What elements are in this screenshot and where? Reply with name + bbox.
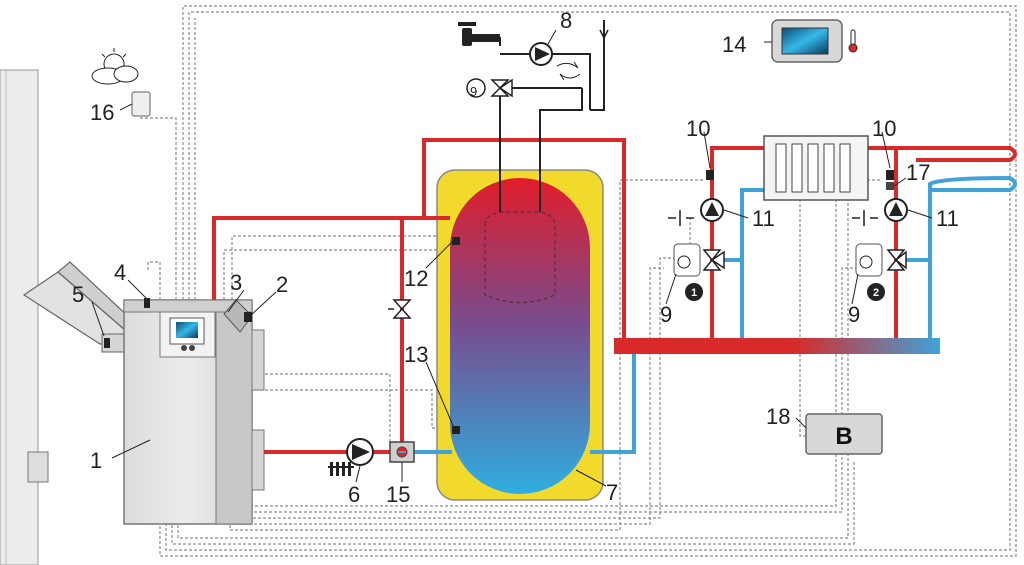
return-valve	[389, 441, 415, 463]
label-boiler-pump: 6	[348, 482, 360, 507]
radiator	[763, 135, 869, 201]
circuit-1-sensor	[706, 170, 714, 180]
label-circuit-sensor-1: 10	[686, 116, 710, 141]
label-dhw-valve: 9	[470, 84, 477, 99]
label-feeder-sensor: 4	[114, 260, 126, 285]
label-module: 18	[766, 404, 790, 429]
circuit-valve-1: 1	[673, 243, 725, 301]
label-outdoor-sensor: 16	[90, 100, 114, 125]
circuit-pump-2	[852, 198, 908, 226]
dhw-pump	[529, 42, 581, 81]
label-thermostat: 17	[906, 160, 930, 185]
label-controller: 3	[230, 270, 242, 295]
boiler-pump	[346, 438, 374, 466]
label-boiler-sensor: 2	[276, 272, 288, 297]
circuit-pump-1	[668, 198, 724, 226]
label-return-valve: 15	[386, 482, 410, 507]
thermometer-icon	[848, 29, 858, 53]
label-upper-sensor: 12	[404, 266, 428, 291]
wall	[0, 69, 49, 565]
radiator-icon	[328, 462, 354, 476]
tap-icon	[458, 22, 500, 46]
room-panel	[771, 19, 843, 63]
boiler	[123, 298, 265, 525]
pipework	[212, 20, 1017, 454]
label-circuit-valve-1: 9	[660, 302, 672, 327]
circuit-2-sensor	[886, 170, 894, 180]
label-dhw-pump: 8	[560, 8, 572, 33]
label-circuit-pump-2: 11	[936, 206, 959, 231]
dhw-mixing-valve	[466, 78, 513, 98]
circuit-1-badge: 1	[691, 287, 697, 299]
label-lower-sensor: 13	[404, 342, 428, 367]
label-circuit-pump-1: 11	[752, 206, 775, 231]
callout-labels: 1 2 3 4 5 6 7 8 9 10 10 11 11 12 13 14 1…	[72, 8, 959, 507]
sun-cloud-icon	[91, 48, 139, 85]
module-b: B	[805, 413, 883, 455]
bypass-valve	[388, 299, 412, 319]
label-boiler: 1	[90, 448, 102, 473]
label-room-panel: 14	[722, 32, 746, 57]
module-letter: B	[835, 423, 852, 450]
label-circuit-valve-2: 9	[848, 302, 860, 327]
circuit-2-badge: 2	[873, 287, 879, 299]
label-feeder: 5	[72, 282, 84, 307]
label-circuit-sensor-2: 10	[872, 116, 896, 141]
leader-lines	[91, 29, 933, 487]
thermostat-sensor	[886, 182, 894, 190]
label-buffer-tank: 7	[606, 480, 618, 505]
buffer-tank	[436, 169, 604, 501]
circuit-valve-2: 2	[855, 243, 907, 301]
outdoor-sensor	[131, 91, 151, 117]
